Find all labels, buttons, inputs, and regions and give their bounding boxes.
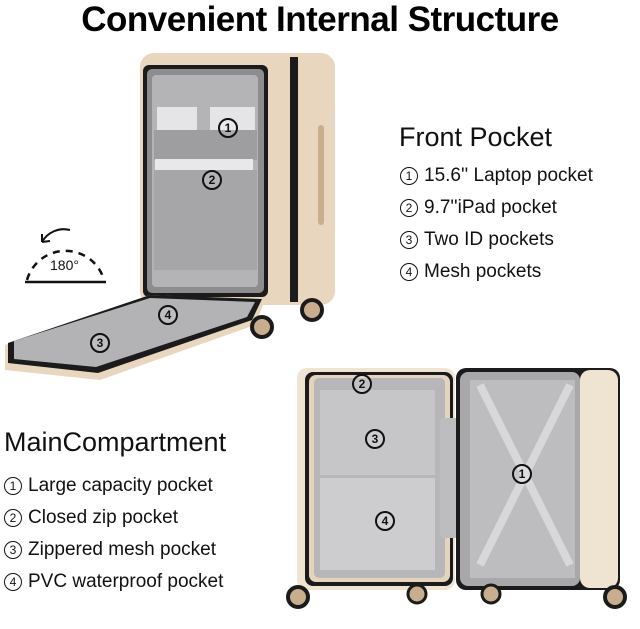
number-circle-icon: 3 [4, 541, 22, 559]
front-badge-1: 1 [218, 118, 238, 138]
front-open-suitcase-image [5, 53, 335, 380]
rotate-180-icon [25, 228, 106, 284]
main-compartment-heading: MainCompartment [4, 427, 227, 457]
number-circle-icon: 4 [4, 573, 22, 591]
front-badge-4: 4 [158, 305, 178, 325]
main-open-suitcase-image [286, 368, 627, 609]
number-circle-icon: 2 [400, 199, 418, 217]
number-circle-icon: 4 [400, 263, 418, 281]
front-pocket-heading: Front Pocket [399, 122, 553, 152]
main-badge-2: 2 [352, 374, 372, 394]
main-badge-1: 1 [512, 464, 532, 484]
main-badge-3: 3 [365, 429, 385, 449]
number-circle-icon: 1 [4, 477, 22, 495]
main-badge-4: 4 [375, 511, 395, 531]
front-badge-2: 2 [202, 170, 222, 190]
number-circle-icon: 1 [400, 167, 418, 185]
rotate-180-label: 180° [50, 257, 79, 273]
front-badge-3: 3 [90, 333, 110, 353]
number-circle-icon: 3 [400, 231, 418, 249]
page-title: Convenient Internal Structure [81, 0, 559, 39]
number-circle-icon: 2 [4, 509, 22, 527]
